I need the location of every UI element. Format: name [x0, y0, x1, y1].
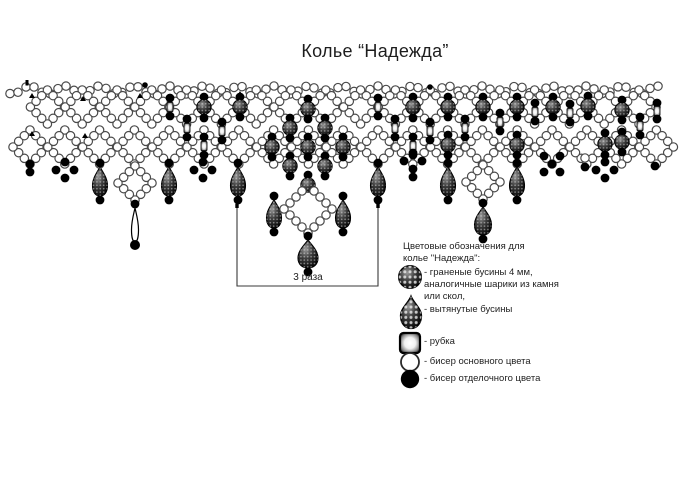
repeat-count-label: 3 раза	[293, 272, 323, 283]
legend-item-label-line: - рубка	[424, 336, 455, 347]
legend-header-line-2: колье "Надежда":	[403, 253, 481, 264]
repeat-bracket	[235, 204, 380, 287]
faceted-bead-icon	[397, 264, 423, 290]
diagram-title: Колье “Надежда”	[301, 41, 449, 61]
accent-seed-bead-icon	[399, 368, 421, 390]
elongated-bead-icon	[398, 294, 424, 331]
legend-item-label-line: или скол,	[424, 291, 466, 302]
legend-item-label-line: - вытянутые бусины	[424, 304, 513, 315]
legend-item-label-line: - бисер отделочного цвета	[424, 373, 541, 384]
fringe-pendants	[25, 148, 660, 277]
thread-marks	[25, 80, 433, 138]
ornament-columns	[165, 91, 662, 193]
legend-header-line-1: Цветовые обозначения для	[403, 241, 525, 252]
legend-item-label-line: - граненые бусины 4 мм,	[424, 267, 533, 278]
legend-item-label-line: - бисер основного цвета	[424, 356, 531, 367]
legend-item-label-line: аналогичные шарики из камня	[424, 279, 559, 290]
